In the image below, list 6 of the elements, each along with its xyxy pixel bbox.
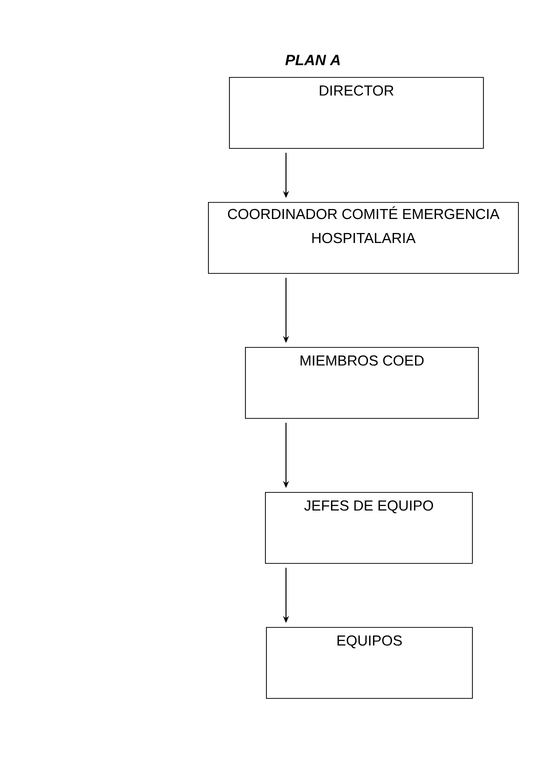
process-box: MIEMBROS COED bbox=[245, 347, 479, 419]
process-box: EQUIPOS bbox=[266, 627, 473, 699]
process-box: COORDINADOR COMITÉ EMERGENCIA HOSPITALARIA bbox=[208, 202, 519, 274]
process-box: DIRECTOR bbox=[229, 77, 484, 149]
title: PLAN A bbox=[285, 54, 340, 66]
process-box: JEFES DE EQUIPO bbox=[265, 492, 473, 564]
